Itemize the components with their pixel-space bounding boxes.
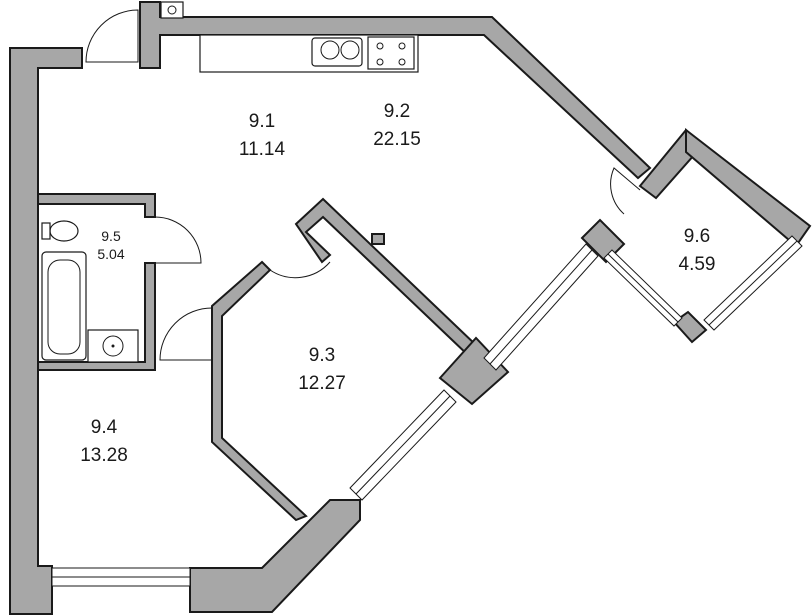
room-9-3-number: 9.3: [309, 345, 335, 366]
room-9-6-number: 9.6: [684, 226, 710, 247]
door-swing-icon: [610, 167, 641, 215]
windows: [51, 235, 803, 587]
wall-top-diagonal: [139, 1, 652, 180]
toilet-icon: [49, 220, 79, 242]
bathroom-fixtures: [41, 220, 139, 363]
room-9-6-area: 4.59: [679, 254, 716, 275]
doors: [85, 9, 641, 361]
room-9-2-number: 9.2: [384, 101, 410, 122]
door-swing-icon: [85, 9, 139, 63]
room-9-5-area: 5.04: [97, 246, 124, 262]
room-9-2-area: 22.15: [373, 129, 421, 150]
wall-left: [9, 47, 83, 615]
balcony-corner: [672, 310, 708, 344]
wall-bathroom: [37, 193, 156, 218]
door-swing-icon: [154, 216, 202, 264]
room-9-3-area: 12.27: [298, 373, 346, 394]
room-9-1-area: 11.14: [239, 139, 286, 160]
wall-bedroom-top: [294, 197, 480, 359]
vent-icon: [167, 5, 177, 15]
walls: [9, 1, 812, 615]
column: [371, 233, 385, 245]
door-swing-icon: [269, 261, 331, 279]
room-9-4-area: 13.28: [80, 445, 128, 466]
cooktop-icon: [367, 36, 415, 70]
room-9-1-number: 9.1: [249, 111, 275, 132]
room-9-5-number: 9.5: [101, 228, 121, 244]
room-labels: 9.1 11.14 9.2 22.15 9.3 12.27 9.4 13.28 …: [80, 101, 715, 466]
vent-shaft: [160, 1, 184, 19]
door-swing-icon: [159, 307, 213, 361]
wall-bedroom-left: [211, 260, 308, 522]
kitchen-counter: [199, 34, 419, 73]
wall-bottom: [189, 499, 361, 613]
bathtub-icon: [41, 251, 87, 361]
room-9-4-number: 9.4: [91, 417, 118, 438]
